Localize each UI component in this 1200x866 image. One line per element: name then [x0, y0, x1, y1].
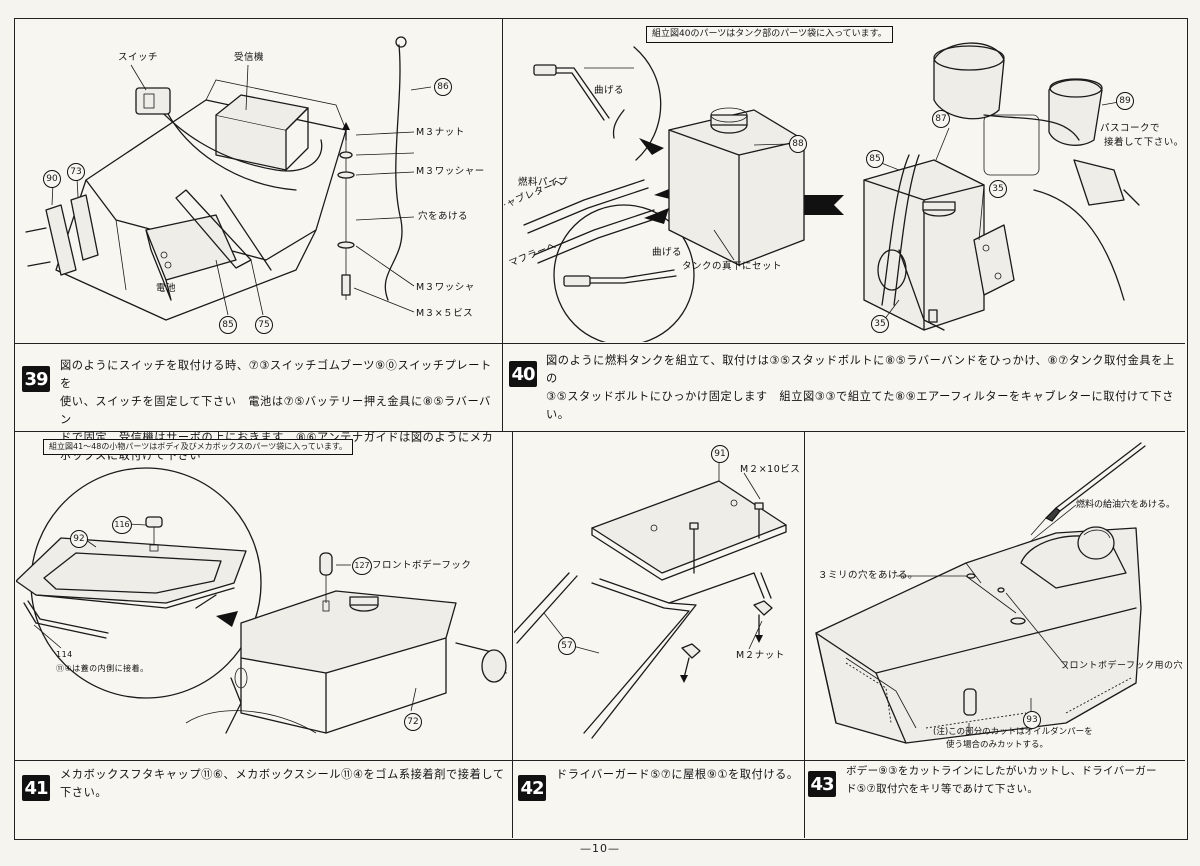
- step-39-line-2: 使い、スイッチを固定して下さい 電池は⑦⑤バッテリー押え金具に⑧⑤ラバーバン: [60, 395, 491, 426]
- label-switch: スイッチ: [118, 52, 159, 63]
- step-42-illustration: [514, 462, 787, 739]
- page-number: —10—: [580, 842, 620, 855]
- step-41-illustration: [16, 467, 507, 734]
- step-40-parts-note: 組立図40のパーツはタンク部のパーツ袋に入っています。: [646, 26, 893, 43]
- label-front-hook-hole: フロントボデーフック用の穴: [1060, 661, 1183, 671]
- step-43-instructions: ボデー⑨③をカットラインにしたがいカットし、ドライバーガー ド⑤⑦取付穴をキリ等…: [846, 762, 1182, 798]
- part-number-116: 116: [112, 516, 132, 534]
- part-number-85b: 85: [866, 150, 884, 168]
- label-caution-1: (注)この部分のカットはオイルダンパーを: [933, 727, 1093, 737]
- label-bend-2: 曲げる: [652, 247, 683, 258]
- label-m2-nut: M２ナット: [736, 650, 785, 661]
- part-number-35a: 35: [989, 180, 1007, 198]
- part-number-88: 88: [789, 135, 807, 153]
- label-m3-nut: M３ナット: [416, 127, 465, 138]
- step-39-diagram: スイッチ 受信機 電池 M３ナット M３ワッシャー 穴をあける M３ワッシャ M…: [16, 20, 501, 342]
- part-number-127: 127: [352, 557, 372, 575]
- step-42-instructions: ドライバーガード⑤⑦に屋根⑨①を取付ける。: [556, 766, 801, 784]
- divider-bottom-left: [512, 432, 513, 838]
- step-39-badge: 39: [22, 366, 50, 392]
- label-fuel-pipe: 燃料パイプ: [518, 177, 569, 188]
- part-number-72: 72: [404, 713, 422, 731]
- step-42-diagram: M２×10ビス M２ナット 91 57: [514, 433, 803, 759]
- part-number-92: 92: [70, 530, 88, 548]
- step-42-line-1: ドライバーガード⑤⑦に屋根⑨①を取付ける。: [556, 768, 799, 781]
- part-number-35b: 35: [871, 315, 889, 333]
- label-pass-cock-1: パスコークで: [1100, 123, 1161, 134]
- label-fuel-hole: 燃料の給油穴をあける。: [1076, 500, 1176, 510]
- label-m3-washer-1: M３ワッシャー: [416, 166, 485, 177]
- divider-middle: [15, 431, 1185, 432]
- step-39-illustration: [25, 36, 432, 321]
- label-pass-cock-2: 接着して下さい。: [1104, 137, 1184, 148]
- label-m3-washer-2: M３ワッシャ: [416, 282, 475, 293]
- step-39-line-1: 図のようにスイッチを取付ける時、⑦③スイッチゴムブーツ⑨⓪スイッチプレートを: [60, 359, 492, 390]
- label-receiver: 受信機: [234, 52, 265, 63]
- step-43-illustration: [815, 442, 1146, 744]
- label-front-hook: フロントボデーフック: [372, 560, 472, 571]
- label-m3x5-screw: M３×５ビス: [416, 308, 474, 319]
- label-drill-hole: 穴をあける: [418, 211, 469, 222]
- label-caution-2: 使う場合のみカットする。: [946, 740, 1049, 750]
- step-43-line-1: ボデー⑨③をカットラインにしたがいカットし、ドライバーガー: [846, 765, 1157, 777]
- step-39-instructions: 図のようにスイッチを取付ける時、⑦③スイッチゴムブーツ⑨⓪スイッチプレートを 使…: [60, 357, 500, 465]
- label-seal-number: 114: [56, 650, 73, 659]
- divider-bottom-caption: [15, 760, 1185, 761]
- part-number-75: 75: [255, 316, 273, 334]
- step-43-badge: 43: [808, 771, 836, 797]
- step-41-diagram: 組立図41〜48の小物パーツはボディ及びメカボックスのパーツ袋に入っています。 …: [16, 433, 511, 759]
- divider-bottom-right: [804, 432, 805, 838]
- part-number-93: 93: [1023, 711, 1041, 729]
- part-number-73: 73: [67, 163, 85, 181]
- label-battery: 電池: [156, 283, 177, 294]
- step-41-line-1: メカボックスフタキャップ⑪⑥、メカボックスシール⑪④をゴム系接着剤で接着して: [60, 768, 505, 781]
- label-bend-1: 曲げる: [594, 85, 625, 96]
- part-number-91: 91: [711, 445, 729, 463]
- label-three-mm-hole: ３ミリの穴をあける。: [818, 570, 919, 581]
- step-43-diagram: 燃料の給油穴をあける。 ３ミリの穴をあける。 フロントボデーフック用の穴 (注)…: [806, 433, 1185, 759]
- step-41-line-2: 下さい。: [60, 786, 108, 799]
- step-41-parts-note: 組立図41〜48の小物パーツはボディ及びメカボックスのパーツ袋に入っています。: [43, 439, 354, 455]
- label-under-tank: タンクの真下にセット: [682, 261, 783, 272]
- divider-top-center: [502, 19, 503, 431]
- step-43-line-2: ド⑤⑦取付穴をキリ等であけて下さい。: [846, 783, 1039, 795]
- step-40-line-2: ③⑤スタッドボルトにひっかけ固定します 組立図③③で組立てた⑧⑨エアーフィルター…: [546, 390, 1175, 421]
- part-number-85: 85: [219, 316, 237, 334]
- step-41-badge: 41: [22, 775, 50, 801]
- step-42-badge: 42: [518, 775, 546, 801]
- step-40-diagram: 組立図40のパーツはタンク部のパーツ袋に入っています。 曲げる 燃料パイプ キャ…: [504, 20, 1185, 342]
- step-40-illustration: [523, 42, 1140, 342]
- step-40-line-1: 図のように燃料タンクを組立て、取付けは③⑤スタッドボルトに⑧⑤ラバーバンドをひっ…: [546, 354, 1175, 385]
- part-number-90: 90: [43, 170, 61, 188]
- label-seal-note: ⑪④は蓋の内側に接着。: [56, 664, 149, 673]
- part-number-89: 89: [1116, 92, 1134, 110]
- part-number-87: 87: [932, 110, 950, 128]
- step-40-badge: 40: [509, 361, 537, 387]
- label-m2x10-screw: M２×10ビス: [740, 464, 801, 475]
- part-number-86: 86: [434, 78, 452, 96]
- step-41-instructions: メカボックスフタキャップ⑪⑥、メカボックスシール⑪④をゴム系接着剤で接着して 下…: [60, 766, 505, 802]
- part-number-57: 57: [558, 637, 576, 655]
- divider-top-caption: [15, 343, 1185, 344]
- step-40-instructions: 図のように燃料タンクを組立て、取付けは③⑤スタッドボルトに⑧⑤ラバーバンドをひっ…: [546, 352, 1176, 424]
